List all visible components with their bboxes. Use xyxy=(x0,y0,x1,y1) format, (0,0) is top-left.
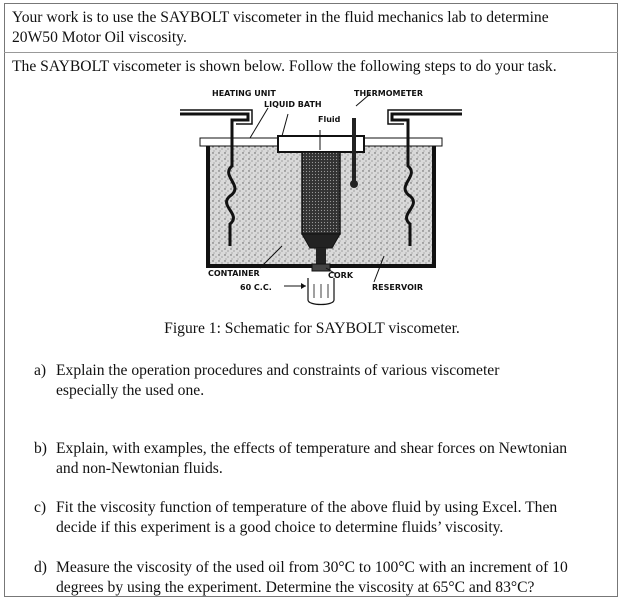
question-text-line-2: and non-Newtonian fluids. xyxy=(56,460,223,477)
question-c: c) Fit the viscosity function of tempera… xyxy=(34,498,610,538)
label-thermometer: THERMOMETER xyxy=(354,89,423,98)
thermometer xyxy=(352,118,356,182)
question-label: b) xyxy=(34,440,47,457)
heating-coil-left xyxy=(180,112,250,246)
saybolt-viscometer-diagram: HEATING UNIT LIQUID BATH Fluid THERMOMET… xyxy=(180,89,462,306)
question-b: b) Explain, with examples, the effects o… xyxy=(34,439,610,479)
question-text-line-1: Fit the viscosity function of temperatur… xyxy=(56,499,558,516)
label-cork: CORK xyxy=(328,271,354,280)
heating-coil-right xyxy=(390,112,462,246)
label-container: CONTAINER xyxy=(208,269,260,278)
question-text-line-2: decide if this experiment is a good choi… xyxy=(56,519,504,536)
question-label: a) xyxy=(34,362,47,379)
question-label: c) xyxy=(34,499,47,516)
label-60cc: 60 C.C. xyxy=(240,283,272,292)
label-liquid-bath: LIQUID BATH xyxy=(264,100,322,109)
intro-line-2: 20W50 Motor Oil viscosity. xyxy=(12,29,187,46)
viscometer-cap xyxy=(277,135,365,153)
question-text-line-1: Explain the operation procedures and con… xyxy=(56,362,500,379)
viscometer-tube xyxy=(301,151,341,235)
document-frame xyxy=(4,3,618,597)
question-label: d) xyxy=(34,559,47,576)
question-text-line-1: Measure the viscosity of the used oil fr… xyxy=(56,559,568,576)
question-text-line-2: degrees by using the experiment. Determi… xyxy=(56,579,535,596)
question-text-line-1: Explain, with examples, the effects of t… xyxy=(56,440,568,457)
question-a: a) Explain the operation procedures and … xyxy=(34,361,610,401)
question-d: d) Measure the viscosity of the used oil… xyxy=(34,558,610,598)
tube-outlet xyxy=(316,248,326,266)
label-fluid: Fluid xyxy=(318,115,341,124)
label-reservoir: RESERVOIR xyxy=(372,283,423,292)
viscometer-taper xyxy=(301,233,341,249)
label-heating-unit: HEATING UNIT xyxy=(212,89,276,98)
divider xyxy=(4,52,618,53)
intro-line-1: Your work is to use the SAYBOLT viscomet… xyxy=(12,9,549,26)
figure-caption: Figure 1: Schematic for SAYBOLT viscomet… xyxy=(164,320,460,337)
instruction-text: The SAYBOLT viscometer is shown below. F… xyxy=(12,58,557,75)
question-text-line-2: especially the used one. xyxy=(56,382,205,399)
cork xyxy=(311,263,331,272)
